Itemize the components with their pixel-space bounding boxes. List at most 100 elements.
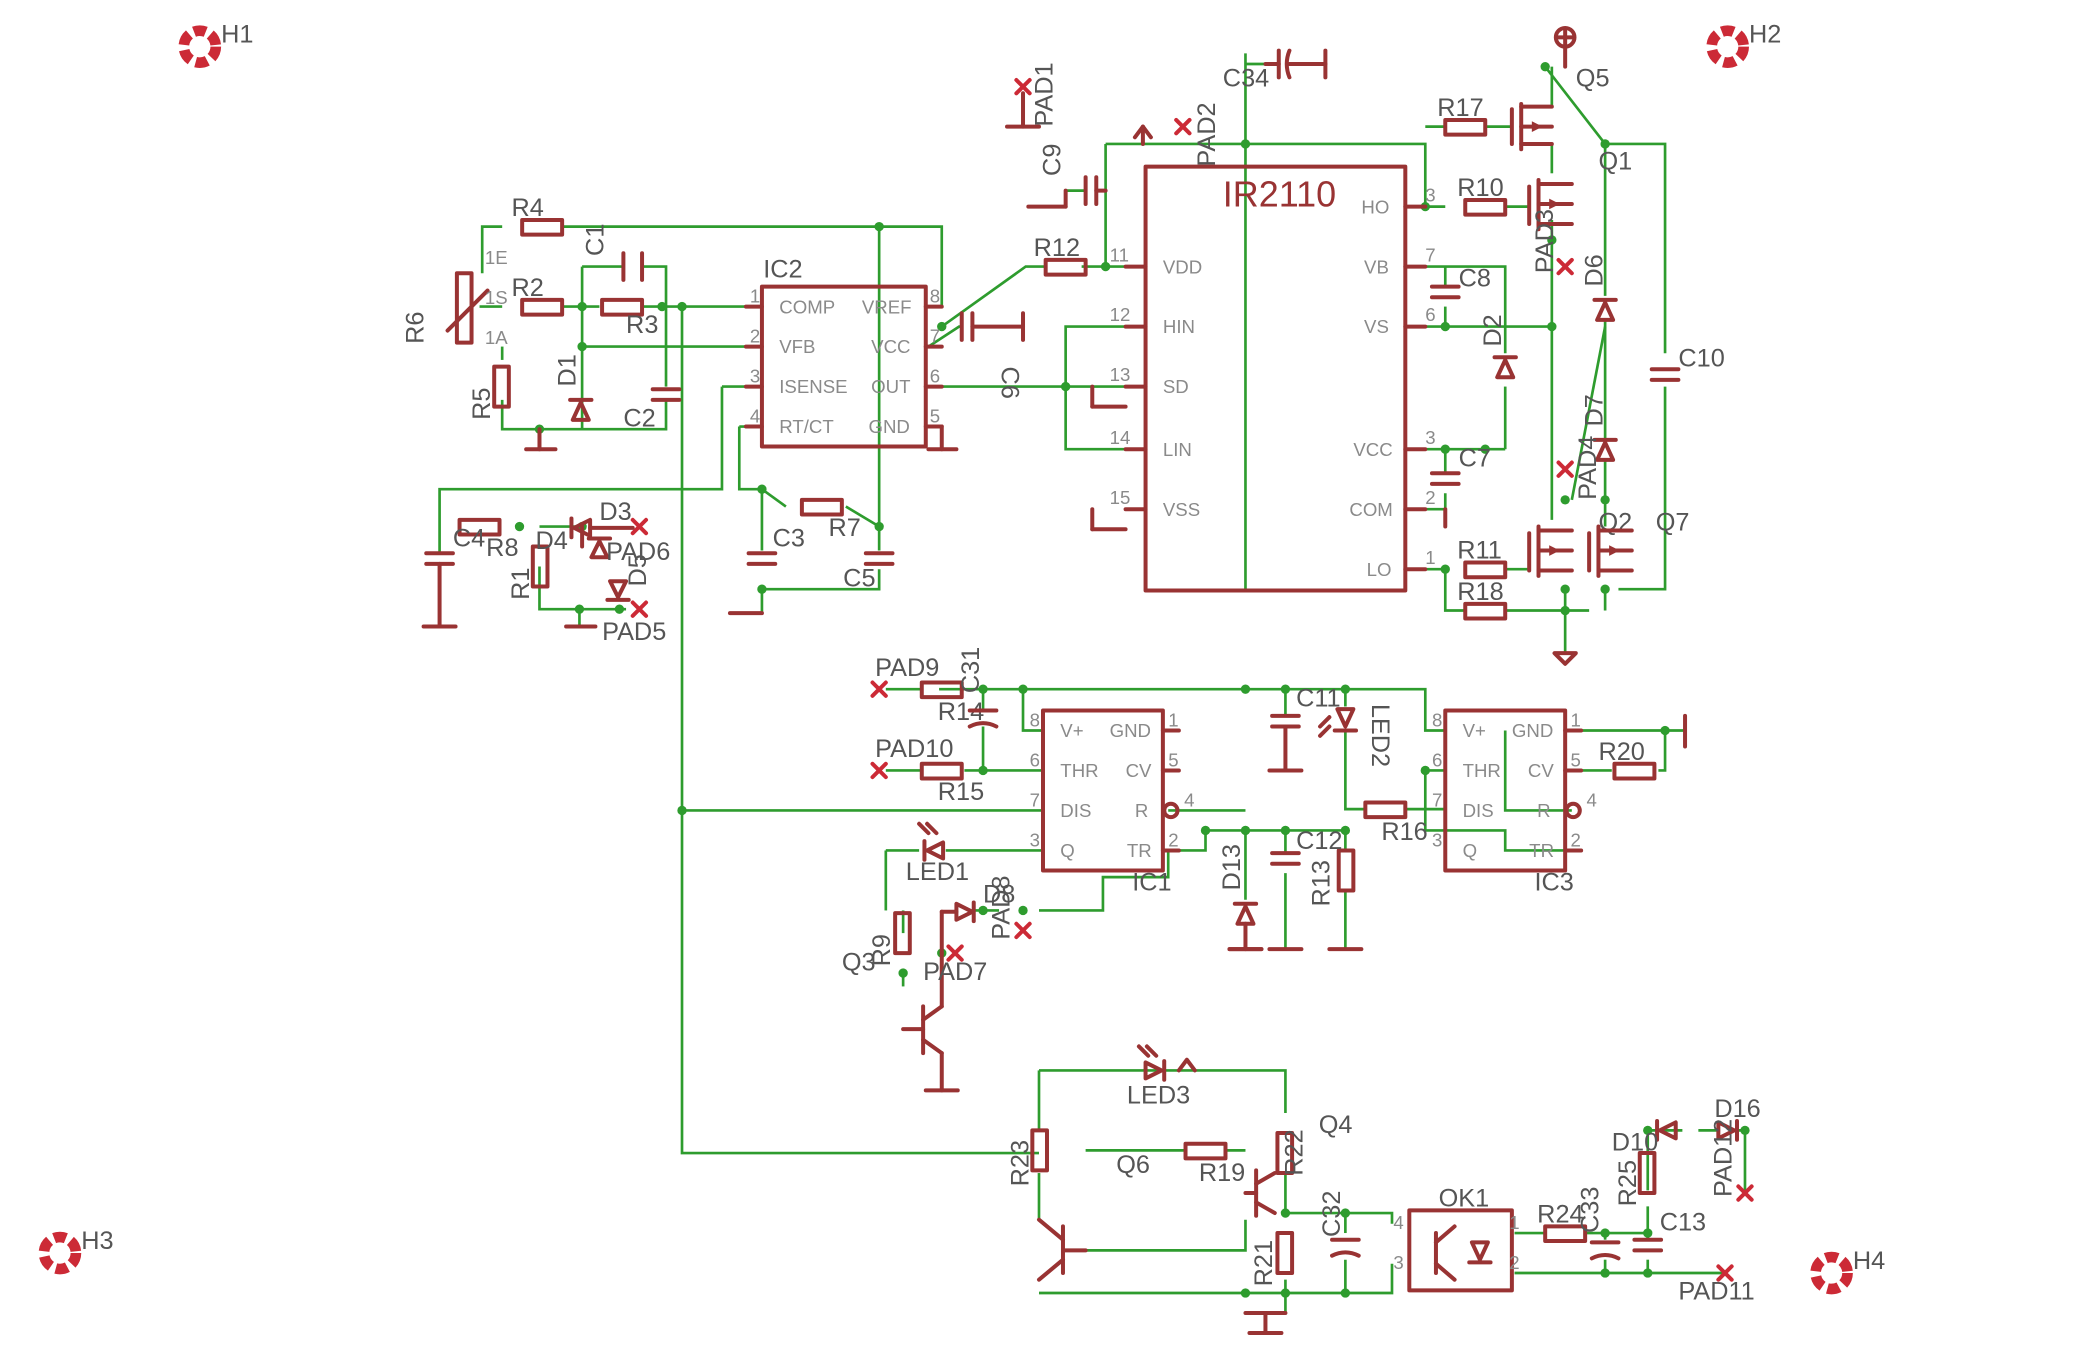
resistor-r17[interactable]: R17 [1437, 94, 1488, 137]
pad-pad8[interactable]: PAD8 [988, 876, 1032, 940]
resistor-r19[interactable]: R19 [1183, 1141, 1246, 1187]
capacitor-c5[interactable] [863, 551, 895, 566]
resistor-r8[interactable]: R8 [457, 517, 519, 562]
led-led1[interactable]: LED1 [906, 821, 969, 886]
svg-text:LED2: LED2 [1366, 704, 1394, 767]
resistor-r5[interactable]: R5 [468, 364, 511, 420]
resistor-r24[interactable]: R24 [1537, 1200, 1588, 1244]
svg-text:C10: C10 [1678, 345, 1724, 373]
resistor-r18[interactable]: R18 [1457, 578, 1508, 621]
ic-ir2110[interactable]: IR2110 11 VDD 12 HIN 13 SD 14 LIN 15 VSS… [1110, 164, 1436, 593]
capacitor-c1[interactable] [621, 251, 645, 282]
pad-pad3[interactable]: PAD3 [1531, 209, 1574, 276]
ic-ic3[interactable]: IC3 8 V+ 6 THR 7 DIS 3 Q 1 GND 5 CV 4 R … [1432, 708, 1597, 896]
capacitor-c9[interactable] [1026, 175, 1108, 209]
resistor-r20[interactable]: R20 [1598, 738, 1657, 781]
capacitor-c6[interactable] [959, 311, 1026, 342]
mosfet-q7[interactable]: Q7 [1587, 509, 1689, 578]
svg-text:Q1: Q1 [1598, 147, 1632, 175]
mosfet-q5[interactable]: Q5 [1509, 65, 1610, 152]
transistor-q6[interactable]: Q6 [1037, 1151, 1150, 1282]
pad-pad7[interactable]: PAD7 [923, 944, 987, 986]
capacitor-c32[interactable] [1330, 1237, 1361, 1258]
resistor-r16[interactable]: R16 [1363, 800, 1428, 846]
resistor-r10[interactable]: R10 [1457, 174, 1508, 217]
transistor-q4[interactable]: Q4 [1243, 1111, 1352, 1218]
capacitor-c33[interactable] [1589, 1240, 1621, 1261]
svg-text:R7: R7 [829, 514, 861, 542]
diode-d8[interactable]: D8 [939, 880, 1016, 956]
svg-text:11: 11 [1110, 244, 1129, 265]
resistor-r1[interactable]: R1 [507, 544, 550, 600]
pad-pad4[interactable]: PAD4 [1556, 436, 1602, 500]
pad-pad6[interactable]: PAD6 [588, 517, 670, 566]
svg-text:R19: R19 [1199, 1159, 1245, 1187]
resistor-r2[interactable]: R2 [512, 274, 565, 317]
diode-d1[interactable]: D1 [553, 354, 594, 422]
mosfet-q1[interactable]: Q1 [1527, 147, 1632, 232]
capacitor-c7[interactable] [1429, 471, 1461, 486]
svg-text:R9: R9 [868, 934, 896, 966]
resistor-r21[interactable]: R21 [1250, 1231, 1295, 1286]
pad-pad11[interactable]: PAD11 [1678, 1264, 1755, 1306]
diode-d4[interactable]: D4 [535, 527, 567, 555]
pad-pad9[interactable]: PAD9 [870, 654, 939, 698]
optocoupler-ok1[interactable]: OK1 1 2 3 4 [1393, 1184, 1520, 1293]
pad-pad10[interactable]: PAD10 [870, 735, 953, 780]
capacitor-c11[interactable] [1267, 713, 1304, 773]
svg-text:C6: C6 [996, 367, 1024, 399]
svg-text:7: 7 [930, 326, 940, 347]
diode-d6[interactable]: D6 [1580, 254, 1618, 322]
svg-text:7: 7 [1432, 789, 1442, 810]
svg-text:4: 4 [1586, 789, 1596, 810]
svg-text:TR: TR [1529, 840, 1554, 861]
svg-text:15: 15 [1110, 487, 1131, 508]
svg-text:R16: R16 [1381, 818, 1427, 846]
led-led2[interactable]: LED2 [1318, 704, 1394, 767]
resistor-r22[interactable]: R22 [1275, 1129, 1309, 1176]
pad-pad1[interactable]: PAD1 [1005, 62, 1058, 129]
resistor-r13[interactable]: R13 [1307, 848, 1356, 906]
ic-ic2[interactable]: IC2 1 COMP 2 VFB 3 ISENSE 4 RT/CT 8 VREF… [743, 255, 959, 452]
mounting-hole-h3: H3 [38, 1227, 114, 1275]
ic-ic1[interactable]: IC1 8 V+ 6 THR 7 DIS 3 Q 1 GND 5 CV 4 R … [1030, 708, 1195, 896]
resistor-r23[interactable]: R23 [1006, 1128, 1049, 1186]
capacitor-c12[interactable] [1270, 851, 1301, 866]
resistor-r3[interactable]: R3 [600, 297, 658, 339]
pad-pad2[interactable]: PAD2 [1174, 102, 1221, 167]
diode-d3[interactable]: D3 [569, 498, 632, 560]
resistor-r7[interactable]: R7 [799, 497, 861, 542]
svg-text:1A: 1A [485, 327, 508, 348]
svg-text:IR2110: IR2110 [1223, 174, 1336, 215]
potentiometer-r6[interactable]: R6 1E 1S 1A [402, 247, 509, 348]
svg-text:COM: COM [1349, 499, 1392, 520]
svg-text:7: 7 [1030, 789, 1040, 810]
capacitor-c13[interactable] [1632, 1237, 1664, 1253]
capacitor-c31[interactable] [967, 708, 999, 729]
capacitor-c10[interactable] [1649, 367, 1681, 382]
transistor-q3[interactable]: Q3 [842, 948, 960, 1093]
capacitor-c34[interactable] [1263, 48, 1328, 80]
resistor-r11[interactable]: R11 [1457, 537, 1508, 580]
diode-d13[interactable]: D13 [1218, 844, 1264, 952]
resistor-r12[interactable]: R12 [1034, 234, 1088, 277]
capacitor-c2[interactable] [650, 387, 682, 402]
resistor-r25[interactable]: R25 [1614, 1151, 1657, 1206]
svg-text:D10: D10 [1612, 1128, 1658, 1156]
pad-pad12[interactable]: PAD12 [1710, 1119, 1754, 1202]
mosfet-q2[interactable]: Q2 [1527, 509, 1632, 578]
pad-pad5[interactable]: PAD5 [602, 600, 666, 646]
svg-text:R4: R4 [512, 194, 544, 222]
resistor-r4[interactable]: R4 [512, 194, 565, 237]
capacitor-c8[interactable] [1429, 284, 1461, 300]
resistor-r9[interactable]: R9 [868, 911, 912, 966]
resistor-r15[interactable]: R15 [919, 761, 984, 806]
capacitor-c3[interactable] [746, 551, 778, 566]
diode-d7[interactable]: D7 [1580, 394, 1618, 462]
diode-d2[interactable]: D2 [1479, 314, 1518, 380]
diode-d10[interactable]: D10 [1612, 1119, 1678, 1156]
led-led3[interactable]: LED3 [1127, 1044, 1190, 1110]
svg-text:R3: R3 [626, 311, 658, 339]
diode-d5[interactable]: D5 [605, 554, 652, 602]
diode-d16[interactable]: D16 [1714, 1095, 1761, 1142]
